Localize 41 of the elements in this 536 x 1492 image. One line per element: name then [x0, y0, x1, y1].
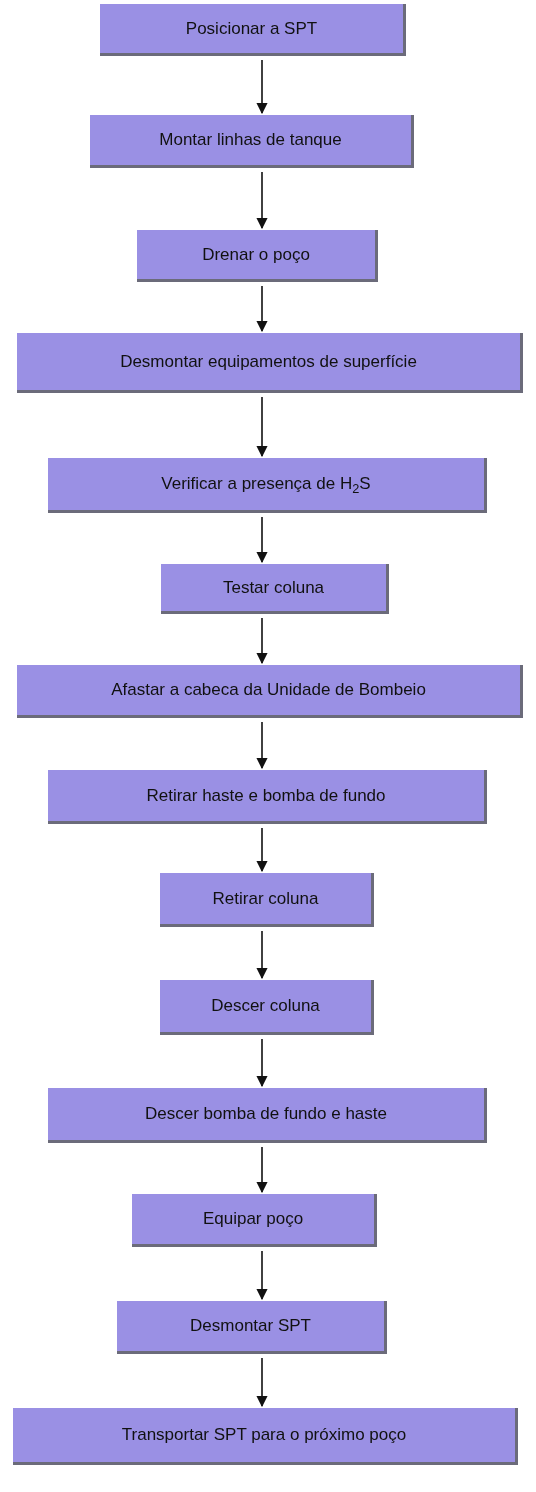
arrow: [256, 1146, 268, 1194]
step-text: Descer coluna: [211, 995, 320, 1017]
process-box: [117, 1301, 387, 1354]
step-text: Testar coluna: [222, 576, 325, 599]
process-box: [100, 4, 406, 56]
arrow: [256, 827, 268, 873]
step-text: Desmontar SPT: [190, 1315, 311, 1337]
step-text: Desmontar equipamentos de superfície: [120, 350, 417, 373]
arrow: [256, 396, 268, 458]
step-text: Afastar a cabeca da Unidade de Bombeio: [111, 679, 426, 701]
step-text: Montar linhas de tanque: [159, 129, 342, 151]
arrow: [256, 1250, 268, 1301]
arrow: [256, 285, 268, 333]
process-box: [17, 665, 523, 718]
process-box: [161, 564, 389, 614]
process-box: [132, 1194, 377, 1247]
step-text: Retirar coluna: [212, 887, 319, 910]
arrow: [256, 721, 268, 770]
process-box: [17, 333, 523, 393]
process-box: [90, 115, 414, 168]
arrow: [256, 516, 268, 564]
arrow: [256, 171, 268, 230]
process-box: [160, 873, 374, 927]
process-box: [48, 458, 487, 513]
arrow: [256, 617, 268, 665]
process-box: [48, 770, 487, 824]
step-text: Descer bomba de fundo e haste: [145, 1103, 387, 1125]
step-text: Posicionar a SPT: [185, 17, 318, 40]
process-box: [48, 1088, 487, 1143]
step-text: Drenar o poço: [202, 243, 310, 266]
step-text: Retirar haste e bomba de fundo: [146, 784, 386, 807]
arrow: [256, 59, 268, 115]
process-box: [137, 230, 378, 282]
step-text: Transportar SPT para o próximo poço: [121, 1424, 407, 1446]
step-text: Equipar poço: [202, 1208, 304, 1230]
arrow: [256, 1038, 268, 1088]
process-box: [160, 980, 374, 1035]
process-box: [13, 1408, 518, 1465]
arrow: [256, 930, 268, 980]
arrow: [256, 1357, 268, 1408]
step-text: Verificar a presença de H$_{2}$S: [161, 473, 371, 495]
